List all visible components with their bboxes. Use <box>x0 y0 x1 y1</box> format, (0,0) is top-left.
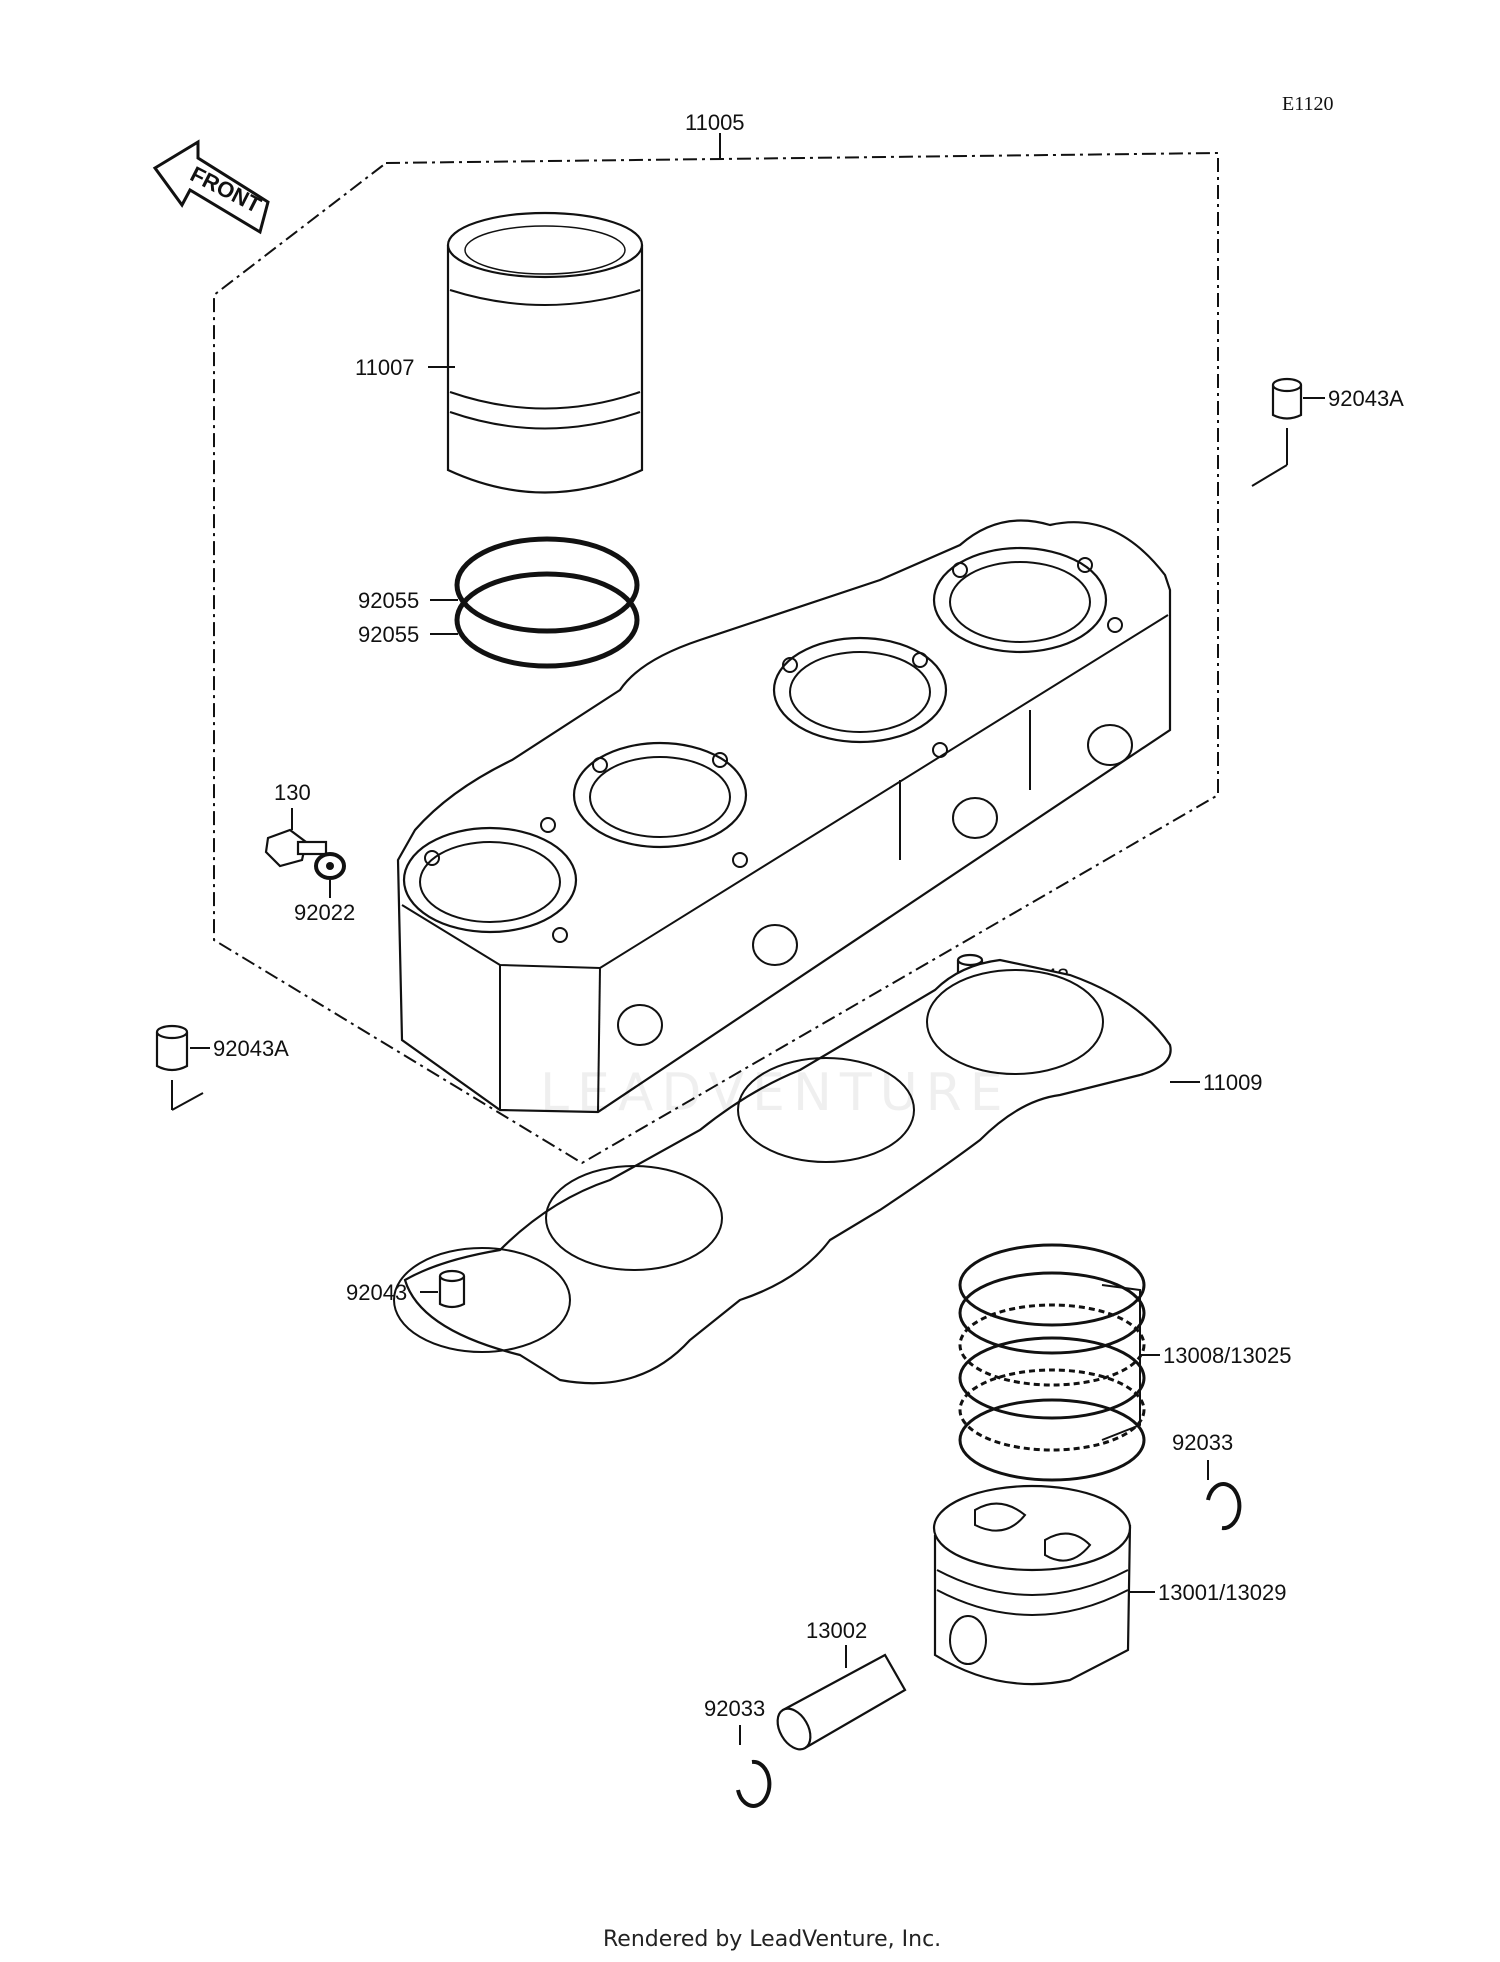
callout-130: 130 <box>274 780 311 805</box>
dowel-pin-icon <box>1271 377 1303 420</box>
callout-92033-bottom: 92033 <box>704 1696 765 1721</box>
front-arrow-label: FRONT <box>186 161 265 218</box>
diagram-code: E1120 <box>1282 93 1333 115</box>
circlip-icon <box>736 1759 772 1808</box>
callout-92043-left: 92043 <box>346 1280 407 1305</box>
piston-ring-icon <box>958 1243 1146 1482</box>
cylinder-sleeve-icon <box>446 211 644 494</box>
callout-13001-13029: 13001/13029 <box>1158 1580 1286 1605</box>
callout-13002: 13002 <box>806 1618 867 1643</box>
dowel-pin-icon <box>438 1269 466 1309</box>
watermark: LEADVENTURE <box>540 1063 1011 1123</box>
callout-92043a-right: 92043A <box>1328 386 1404 411</box>
circlip-icon <box>1206 1482 1242 1531</box>
piston-pin-icon <box>776 1653 907 1751</box>
dowel-pin-icon <box>155 1024 189 1072</box>
callout-11009: 11009 <box>1203 1070 1263 1095</box>
washer-icon <box>314 852 346 880</box>
footer-credit: Rendered by LeadVenture, Inc. <box>603 1927 941 1952</box>
front-arrow-icon: FRONT <box>152 139 270 235</box>
o-ring-icon <box>454 536 640 669</box>
callout-92055-upper: 92055 <box>358 588 419 613</box>
callout-11007: 11007 <box>355 355 415 380</box>
callout-92033-right: 92033 <box>1172 1430 1233 1455</box>
callout-11005: 11005 <box>685 110 745 135</box>
cylinder-block-icon <box>396 519 1172 1114</box>
callout-13008-13025: 13008/13025 <box>1163 1343 1291 1368</box>
cylinder-assembly-outline <box>213 133 1219 1165</box>
piston-icon <box>932 1484 1132 1686</box>
callout-92043a-left: 92043A <box>213 1036 289 1061</box>
callout-92022: 92022 <box>294 900 355 925</box>
callout-92055-lower: 92055 <box>358 622 419 647</box>
head-gasket-icon <box>393 958 1172 1385</box>
bolt-icon <box>264 828 328 868</box>
